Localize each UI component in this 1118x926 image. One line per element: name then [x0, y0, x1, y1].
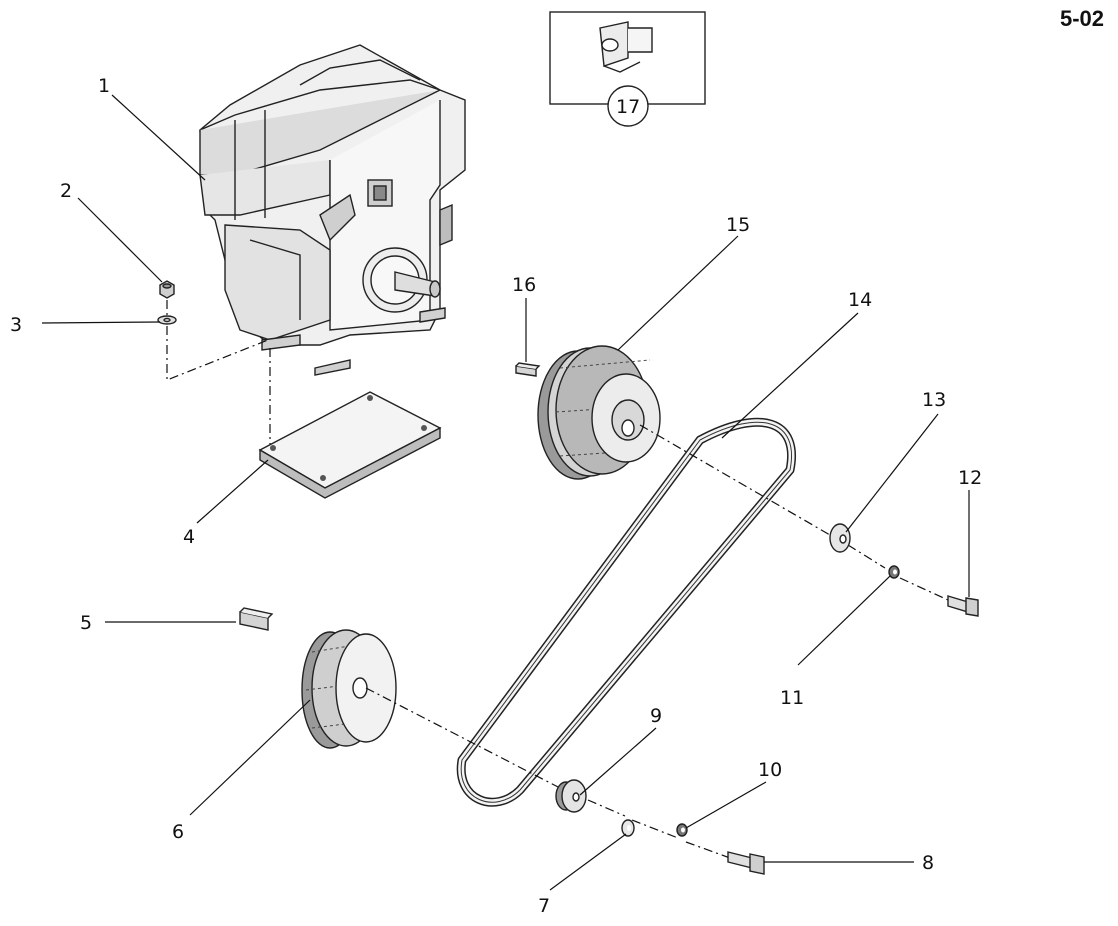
callout-10: 10 [758, 759, 782, 781]
callout-2: 2 [60, 180, 72, 202]
callout-16: 16 [512, 274, 536, 296]
hex-bolt-upper [947, 595, 979, 617]
engine-assembly [199, 44, 466, 376]
callout-17: 17 [616, 96, 640, 118]
callout-14: 14 [848, 289, 872, 311]
inset-detail-box [549, 11, 706, 127]
callout-15: 15 [726, 214, 750, 236]
callout-6: 6 [172, 821, 184, 843]
callout-9: 9 [650, 705, 662, 727]
shaft-key-upper [515, 362, 541, 377]
callout-8: 8 [922, 852, 934, 874]
callout-4: 4 [183, 526, 195, 548]
base-plate [258, 391, 442, 499]
mount-axis-line [166, 300, 269, 381]
pulley-hub [555, 779, 587, 813]
v-belt [456, 417, 796, 807]
leader-lines [41, 94, 970, 891]
hex-bolt-lower [727, 851, 765, 875]
drive-pulley [537, 345, 661, 480]
callout-5: 5 [80, 612, 92, 634]
large-washer [829, 523, 851, 553]
callout-labels: 1 2 3 4 5 6 7 8 9 10 11 12 13 14 15 16 1… [10, 75, 982, 917]
shaft-key-lower [239, 607, 274, 631]
lock-washer-lower [676, 823, 688, 837]
callout-1: 1 [98, 75, 110, 97]
lock-washer-upper [888, 565, 900, 579]
flat-washer [157, 315, 177, 325]
hex-nut [159, 280, 175, 299]
callout-13: 13 [922, 389, 946, 411]
driven-pulley [301, 629, 397, 749]
small-washer [621, 819, 635, 837]
callout-7: 7 [538, 895, 550, 917]
clip-bracket-icon [599, 21, 653, 73]
callout-12: 12 [958, 467, 982, 489]
upper-shaft-axis [639, 424, 949, 601]
lower-shaft-axis [365, 687, 731, 859]
callout-3: 3 [10, 314, 22, 336]
callout-11: 11 [780, 687, 804, 709]
page-id: 5-02 [1060, 6, 1105, 31]
